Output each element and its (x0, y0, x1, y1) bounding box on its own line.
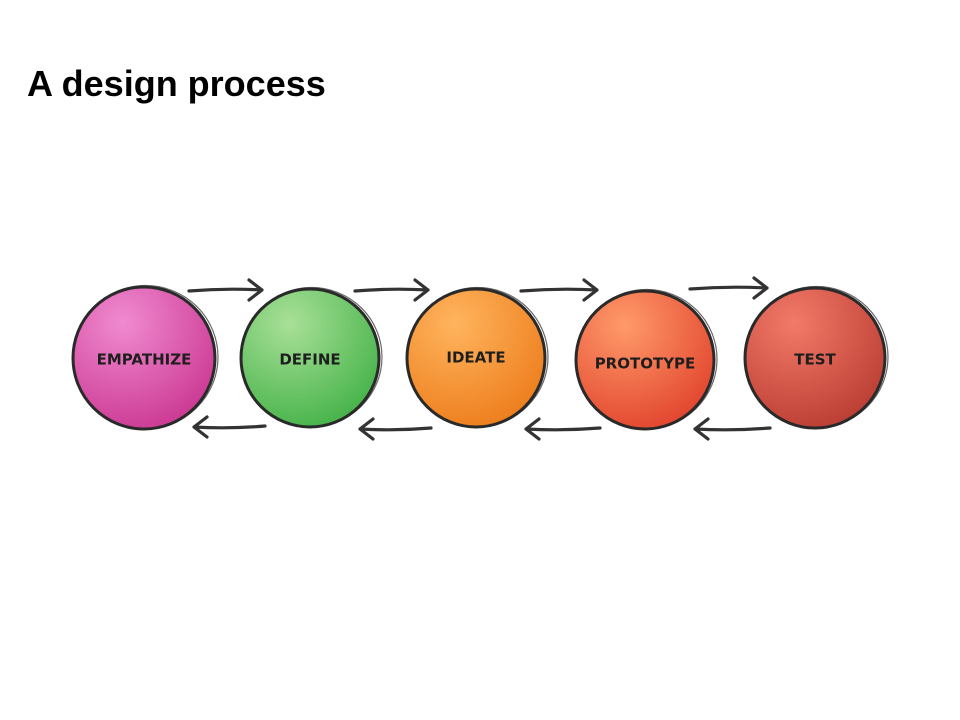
stage-define: DEFINE (239, 286, 383, 429)
stage-circle (241, 289, 379, 427)
stages-layer: EMPATHIZE DEFINE IDEATE PROTOTYPE TEST (71, 284, 889, 431)
forward-arrow-right-icon (688, 276, 769, 300)
stage-label: TEST (794, 351, 836, 369)
stage-label: EMPATHIZE (97, 351, 192, 369)
stage-outline-sketch (575, 288, 718, 430)
stage-test: TEST (743, 285, 889, 430)
arrows-layer (187, 276, 772, 441)
backward-arrow-left-icon (192, 415, 267, 439)
stage-outline-sketch (240, 286, 383, 428)
backward-arrow-left-icon (358, 417, 433, 441)
forward-arrow-right-icon (353, 278, 430, 302)
stage-label: IDEATE (446, 349, 505, 367)
forward-arrow-right-icon (519, 278, 599, 302)
stage-circle (745, 288, 885, 428)
stage-outline-sketch (72, 284, 219, 430)
stage-label: PROTOTYPE (595, 355, 696, 373)
stage-prototype: PROTOTYPE (574, 288, 718, 431)
stage-circle (73, 287, 215, 429)
stage-outline-sketch (406, 286, 549, 428)
page-title: A design process (27, 63, 326, 104)
backward-arrow-left-icon (524, 417, 602, 441)
stage-label: DEFINE (279, 351, 340, 369)
backward-arrow-left-icon (693, 417, 772, 441)
stage-circle (407, 289, 545, 427)
stage-outline-sketch (744, 285, 889, 429)
stage-circle (576, 291, 714, 429)
stage-empathize: EMPATHIZE (71, 284, 219, 431)
forward-arrow-right-icon (187, 278, 264, 302)
stage-ideate: IDEATE (405, 286, 549, 429)
